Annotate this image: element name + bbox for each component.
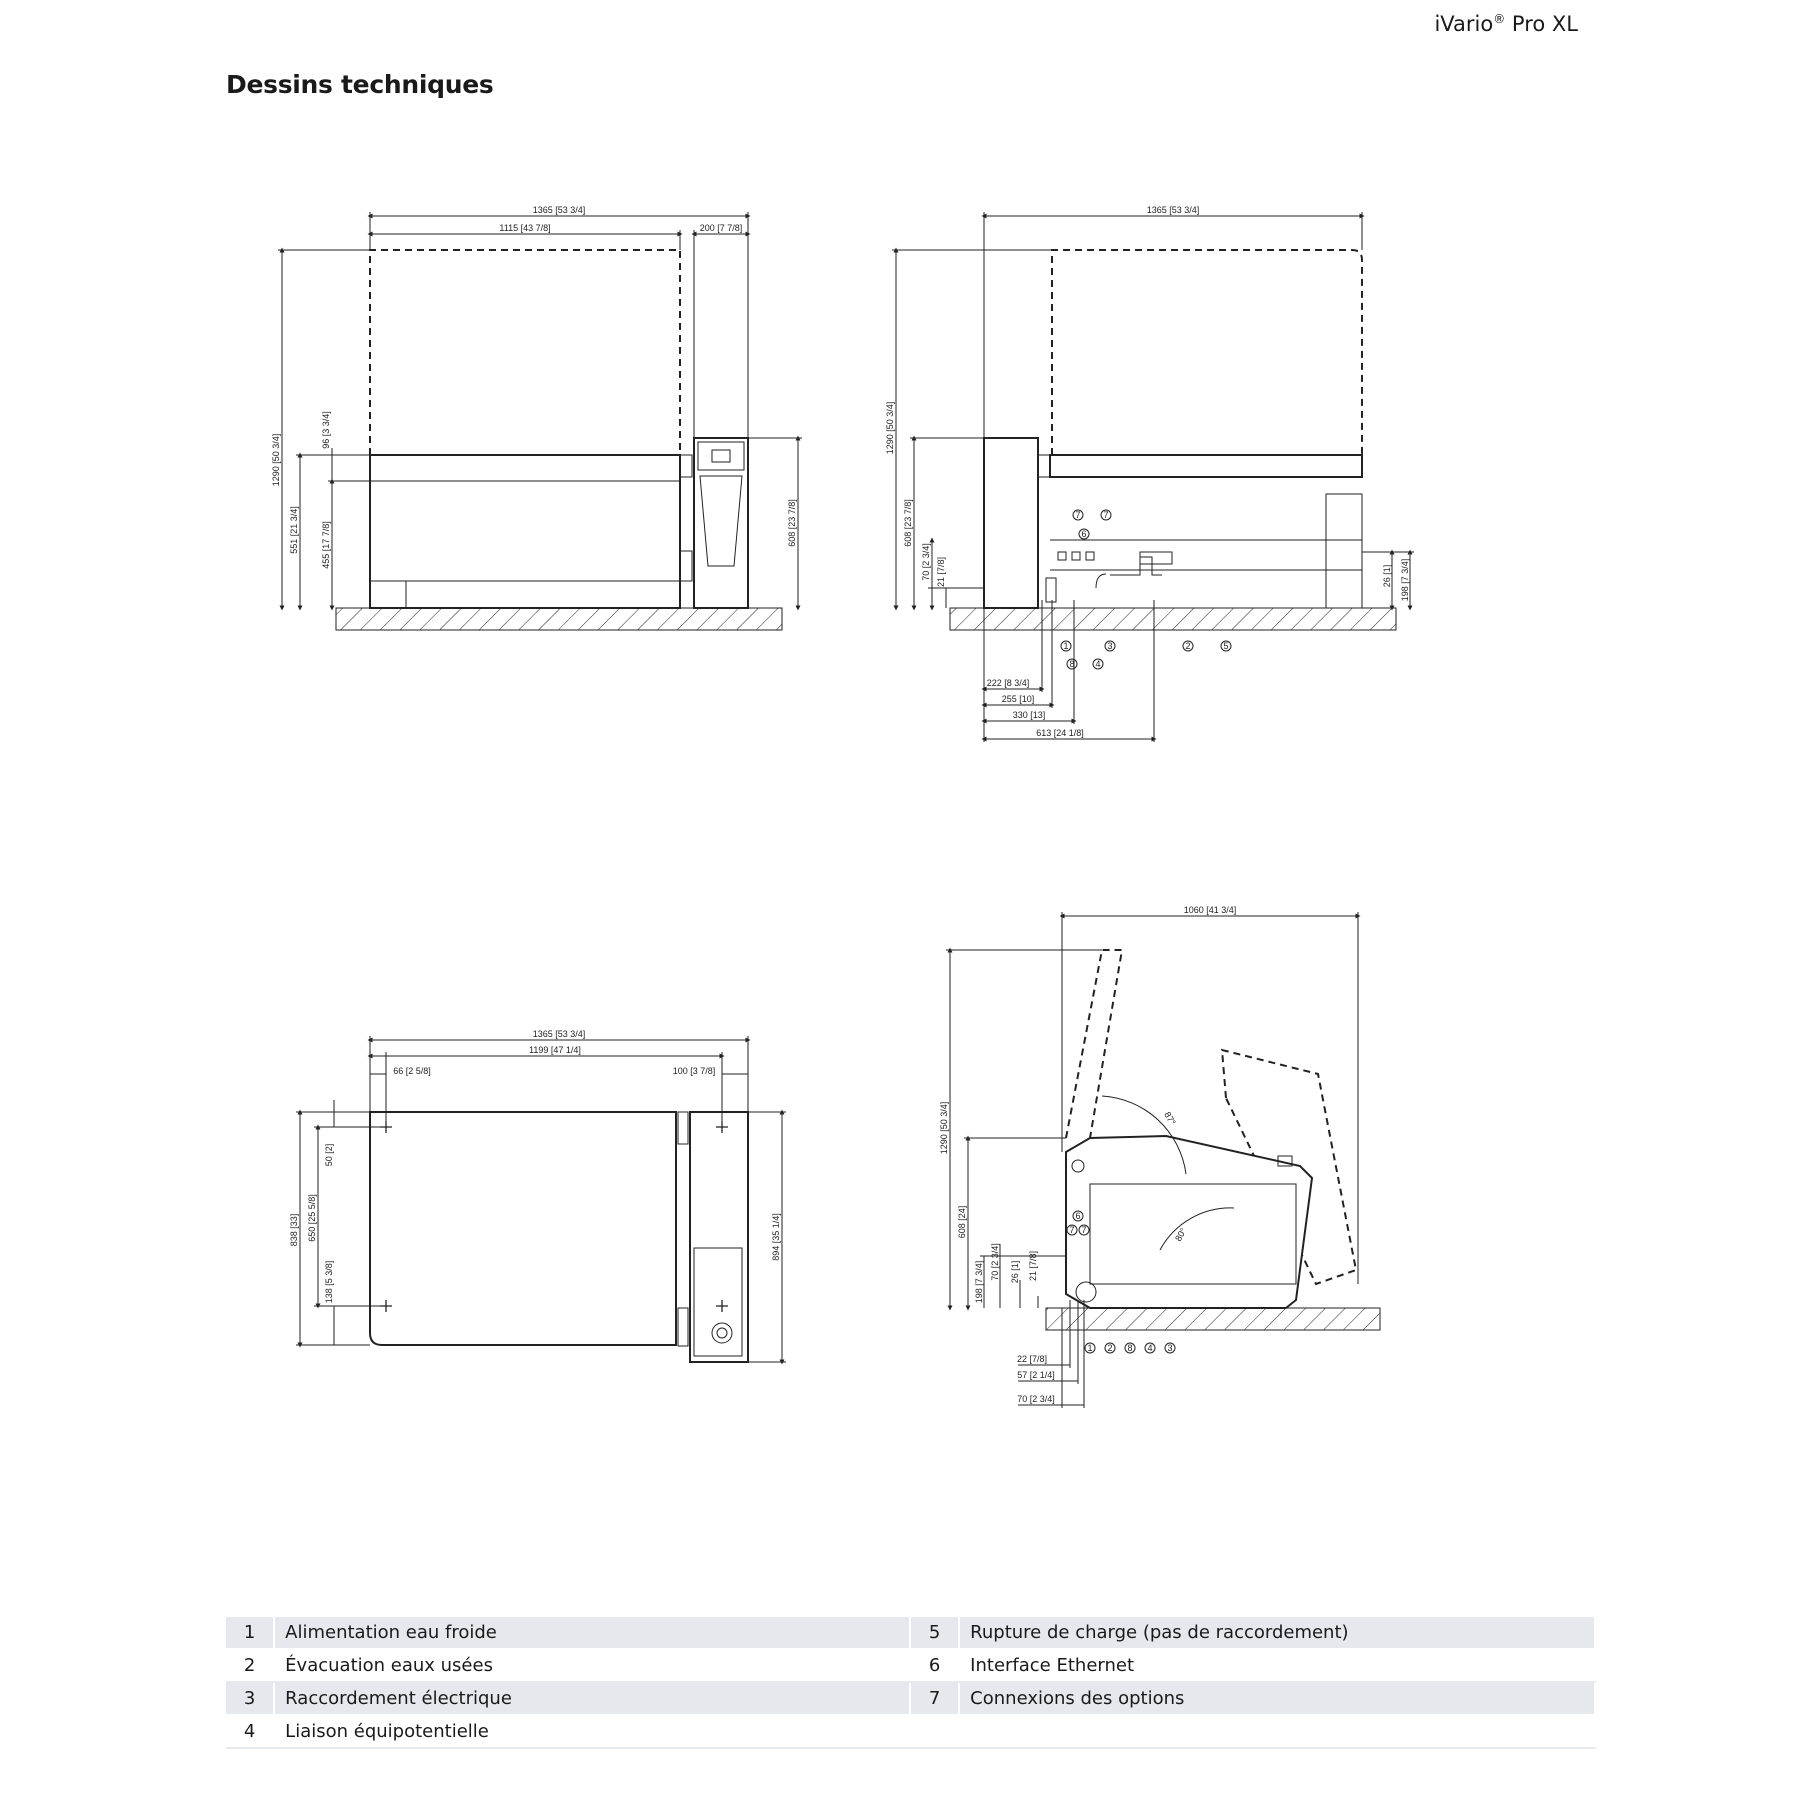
tilt-pan-body <box>1065 1134 1314 1309</box>
dim-top-top-offset: 50 [2] <box>324 1144 334 1167</box>
dim-tilt-offset-b: 57 [2 1/4] <box>1017 1370 1055 1380</box>
dim-side-conn-height-b: 21 [7/8] <box>936 557 946 587</box>
svg-text:4: 4 <box>1147 1343 1152 1353</box>
svg-text:5: 5 <box>1223 641 1228 651</box>
dim-side-total-height: 1290 [50 3/4] <box>885 402 895 455</box>
legend-label <box>959 1715 1596 1749</box>
legend-label: Alimentation eau froide <box>274 1617 911 1650</box>
side-view-drawing: 7 7 6 1 8 4 3 2 5 1365 [53 3/4] 1290 [50… <box>885 205 1414 742</box>
legend-number: 3 <box>226 1682 276 1716</box>
dim-side-conn-height-a: 70 [2 3/4] <box>921 543 931 581</box>
legend-label: Liaison équipotentielle <box>274 1715 911 1749</box>
legend-number: 2 <box>226 1649 276 1683</box>
dim-tilt-height-a: 198 [7 3/4] <box>974 1261 984 1304</box>
svg-text:7: 7 <box>1081 1225 1086 1235</box>
dim-top-total-depth: 838 [33] <box>289 1214 299 1247</box>
side-control-column <box>983 437 1039 609</box>
top-pan-outline <box>369 1111 677 1346</box>
dim-front-overall-width: 1365 [53 3/4] <box>533 205 586 215</box>
control-column <box>693 437 749 609</box>
dim-front-total-height: 1290 [50 3/4] <box>271 434 281 487</box>
svg-text:8: 8 <box>1127 1343 1132 1353</box>
legend-row: 1 Alimentation eau froide 5 Rupture de c… <box>226 1617 1596 1650</box>
front-view-drawing: 1365 [53 3/4] 1115 [43 7/8] 200 [7 7/8] … <box>271 205 802 631</box>
legend-number <box>908 1715 961 1749</box>
dim-side-offset-c: 330 [13] <box>1013 710 1046 720</box>
svg-text:6: 6 <box>1075 1211 1080 1221</box>
svg-text:2: 2 <box>1107 1343 1112 1353</box>
dim-top-overall-width: 1365 [53 3/4] <box>533 1029 586 1039</box>
legend-number: 1 <box>226 1617 276 1650</box>
dim-side-offset-d: 613 [24 1/8] <box>1036 728 1084 738</box>
dim-top-hole-spacing: 650 [25 5/8] <box>307 1194 317 1242</box>
svg-text:8: 8 <box>1069 659 1074 669</box>
svg-text:1: 1 <box>1087 1343 1092 1353</box>
section-title: Dessins techniques <box>226 70 494 99</box>
dim-top-right-offset: 100 [3 7/8] <box>673 1066 716 1076</box>
svg-text:4: 4 <box>1095 659 1100 669</box>
legend-row: 4 Liaison équipotentielle <box>226 1715 1596 1749</box>
legend-number: 7 <box>908 1682 961 1716</box>
dim-top-inner-width: 1199 [47 1/4] <box>529 1045 581 1055</box>
dim-tilt-overall-width: 1060 [41 3/4] <box>1184 905 1237 915</box>
svg-text:7: 7 <box>1075 510 1080 520</box>
side-pan-body <box>1049 454 1363 478</box>
tilting-pan-body <box>369 454 681 609</box>
top-view-drawing: 1365 [53 3/4] 1199 [47 1/4] 66 [2 5/8] 1… <box>289 1029 786 1365</box>
dim-tilt-offset-c: 70 [2 3/4] <box>1017 1394 1055 1404</box>
dim-side-right-height-b: 198 [7 3/4] <box>1400 559 1410 602</box>
dim-side-offset-b: 255 [10] <box>1002 694 1035 704</box>
dim-tilt-height-b: 70 [2 3/4] <box>990 1243 1000 1281</box>
top-column-outline <box>689 1111 749 1363</box>
dim-top-overall-depth: 894 [35 1/4] <box>771 1213 781 1261</box>
dim-tilt-height-c: 26 [1] <box>1010 1261 1020 1284</box>
legend-label: Raccordement électrique <box>274 1682 911 1716</box>
angle-lid: 87° <box>1162 1110 1178 1127</box>
dim-front-lower-height: 455 [17 7/8] <box>321 521 331 569</box>
dim-front-inner-width: 1115 [43 7/8] <box>499 223 550 233</box>
dim-tilt-total-height: 1290 [50 3/4] <box>939 1102 949 1155</box>
dim-top-bottom-offset: 138 [5 3/8] <box>324 1261 334 1304</box>
legend-table: 1 Alimentation eau froide 5 Rupture de c… <box>226 1617 1596 1749</box>
dim-side-overall-width: 1365 [53 3/4] <box>1147 205 1200 215</box>
legend-row: 3 Raccordement électrique 7 Connexions d… <box>226 1682 1596 1716</box>
legend-number: 5 <box>908 1617 961 1650</box>
svg-text:3: 3 <box>1107 641 1112 651</box>
legend-label: Rupture de charge (pas de raccordement) <box>959 1617 1596 1650</box>
dim-front-column-height: 608 [23 7/8] <box>787 499 797 547</box>
dim-tilt-height-d: 21 [7/8] <box>1028 1251 1038 1281</box>
svg-text:2: 2 <box>1185 641 1190 651</box>
dim-tilt-offset-a: 22 [7/8] <box>1017 1354 1047 1364</box>
dim-front-lid-height: 96 [3 3/4] <box>321 411 331 449</box>
dim-top-left-offset: 66 [2 5/8] <box>393 1066 431 1076</box>
svg-text:7: 7 <box>1069 1225 1074 1235</box>
tilt-view-drawing: 87° 80° 6 7 7 1 2 8 4 3 1060 [41 3/4] 12… <box>939 905 1381 1408</box>
floor-hatch <box>335 607 783 631</box>
svg-text:6: 6 <box>1081 529 1086 539</box>
dim-side-body-height: 608 [23 7/8] <box>903 499 913 547</box>
legend-number: 4 <box>226 1715 276 1749</box>
svg-text:1: 1 <box>1063 641 1068 651</box>
brand-name: iVario® Pro XL <box>1434 12 1578 36</box>
legend-label: Interface Ethernet <box>959 1649 1596 1683</box>
svg-text:7: 7 <box>1103 510 1108 520</box>
legend-label: Connexions des options <box>959 1682 1596 1716</box>
dim-front-body-height: 551 [21 3/4] <box>289 506 299 554</box>
dim-side-right-height-a: 26 [1] <box>1382 565 1392 588</box>
svg-text:3: 3 <box>1167 1343 1172 1353</box>
legend-number: 6 <box>908 1649 961 1683</box>
legend-row: 2 Évacuation eaux usées 6 Interface Ethe… <box>226 1649 1596 1683</box>
legend-label: Évacuation eaux usées <box>274 1649 911 1683</box>
dim-side-offset-a: 222 [8 3/4] <box>987 678 1030 688</box>
dim-tilt-body-height: 608 [24] <box>957 1206 967 1239</box>
dim-front-side-width: 200 [7 7/8] <box>700 223 743 233</box>
